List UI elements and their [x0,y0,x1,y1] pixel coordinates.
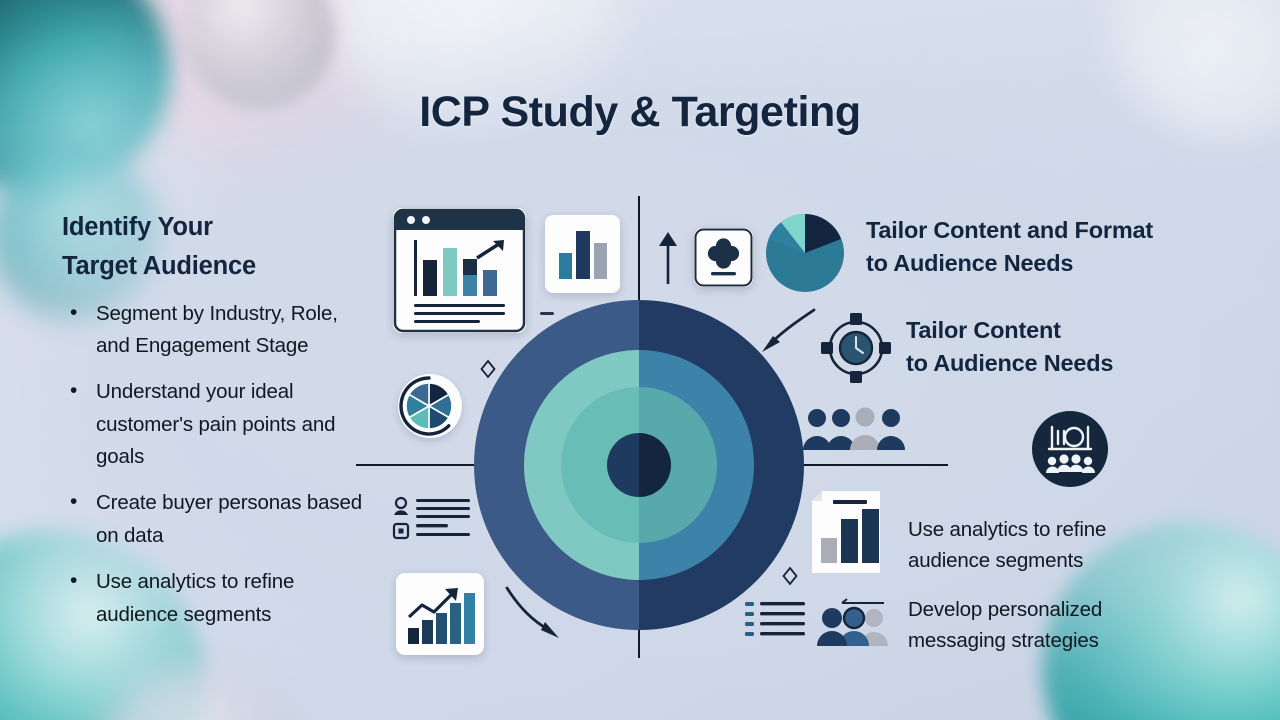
sparkle-diamond-icon [479,359,497,379]
arrow-curve-down-right-icon [505,586,567,644]
left-text-column: Identify Your Target Audience Segment by… [62,208,372,645]
bullseye-target [474,300,804,630]
right-body-1-line-2: audience segments [908,549,1084,573]
right-heading-1-line-2: to Audience Needs [866,250,1074,277]
list-item: Understand your ideal customer's pain po… [62,374,372,473]
left-column-heading: Identify Your Target Audience [62,208,372,286]
people-group-three [812,596,896,648]
dash-mark [540,312,554,315]
right-body-2-line-1: Develop personalized [908,598,1103,621]
document-bar-chart [812,491,890,573]
person-list-icon [390,494,472,546]
growth-bar-chart-card [396,573,484,655]
people-group-four [803,406,909,454]
small-bar-chart-card [545,215,620,293]
list-item: Use analytics to refine audience segment… [62,564,372,631]
arrow-up-icon [656,232,680,284]
right-heading-1-line-1: Tailor Content and Format [866,217,1154,243]
right-heading-2-line-2: to Audience Needs [906,350,1114,377]
arrow-curve-down-left-icon [758,308,816,356]
left-heading-line-2: Target Audience [62,251,256,280]
browser-bar-chart-card [393,208,526,333]
right-heading-1: Tailor Content and Format to Audience Ne… [866,214,1266,281]
clock-crosshair-icon [818,310,894,386]
page-title: ICP Study & Targeting [419,88,861,136]
left-bullet-list: Segment by Industry, Role, and Engagemen… [62,296,372,631]
list-item: Create buyer personas based on data [62,485,372,552]
pie-chart-left-circle [396,373,462,439]
right-heading-2: Tailor Content to Audience Needs [906,314,1236,381]
right-body-2-line-2: messaging strategies [908,629,1099,653]
right-heading-2-line-1: Tailor Content [906,317,1061,343]
bulleted-list-icon [745,600,807,646]
right-body-1-line-1: Use analytics to refine [908,518,1107,541]
right-body-2: Develop personalized messaging strategie… [908,594,1208,656]
pie-chart-top [765,213,845,293]
sparkle-diamond-icon [781,566,799,586]
left-heading-line-1: Identify Your [62,213,213,241]
presentation-badge [1031,410,1109,488]
right-body-1: Use analytics to refine audience segment… [908,514,1208,576]
list-item: Segment by Industry, Role, and Engagemen… [62,296,372,363]
clover-icon-card [694,228,753,287]
